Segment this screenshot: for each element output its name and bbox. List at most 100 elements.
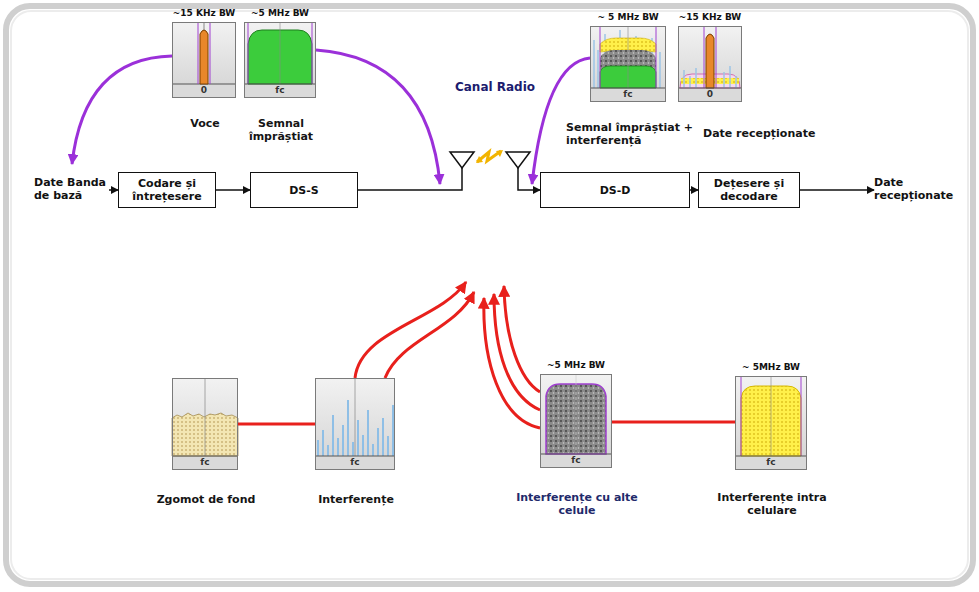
- baseline: [540, 454, 612, 455]
- axis-strip: [735, 456, 807, 470]
- panel-ground: [244, 22, 316, 98]
- axis-label: fc: [613, 88, 643, 101]
- baseline: [315, 456, 395, 457]
- band-edge: [210, 22, 211, 84]
- panel-ground: [590, 26, 666, 102]
- rx-antenna: [506, 152, 530, 168]
- center-line: [576, 374, 577, 454]
- interference-arrow: [484, 298, 540, 428]
- interference-arrow: [385, 292, 474, 378]
- interference-arrow: [355, 282, 466, 378]
- spike: [342, 425, 344, 456]
- input-arrow: [109, 189, 118, 191]
- interference-arrow: [494, 294, 540, 410]
- spike: [729, 66, 731, 88]
- baseline: [172, 456, 238, 457]
- baseline: [590, 88, 666, 89]
- connector: [690, 189, 698, 191]
- panel-ground: [315, 378, 395, 470]
- axis-label: 0: [695, 88, 725, 101]
- center-line: [628, 26, 629, 88]
- band-edge: [600, 26, 601, 88]
- rx-wire: [518, 168, 540, 190]
- radio-link-head: [496, 150, 503, 157]
- panel-caption: Interferențe intra celulare: [702, 491, 842, 517]
- bandwidth-label: ~15 KHz BW: [173, 8, 235, 19]
- band-edge: [704, 26, 705, 88]
- axis-strip: [590, 88, 666, 102]
- spectrum-spread: [244, 22, 316, 98]
- signal-label: Date Banda de bază: [34, 176, 108, 202]
- band-edge: [248, 22, 249, 84]
- panel-ground: [540, 374, 612, 468]
- panel-ground: [678, 26, 742, 102]
- connector: [612, 421, 735, 424]
- spectrum-intra-cell: [735, 376, 807, 470]
- band-edge: [198, 22, 199, 84]
- center-line: [771, 376, 772, 456]
- spike: [387, 436, 389, 456]
- spike: [352, 442, 354, 456]
- spike: [683, 70, 685, 88]
- band-edge: [656, 26, 657, 88]
- axis-strip: [315, 456, 395, 470]
- center-line: [280, 22, 281, 84]
- spike: [347, 400, 349, 456]
- interference-spikes: [594, 30, 660, 88]
- bandwidth-label: ~5 MHz BW: [251, 8, 309, 19]
- axis-strip: [172, 456, 238, 470]
- axis-label: fc: [190, 456, 220, 469]
- spike: [593, 40, 595, 88]
- spectrum-pointer: [72, 56, 172, 164]
- channel-label: Canal Radio: [445, 80, 545, 94]
- process-box: Codare și întrețesere: [118, 172, 216, 208]
- spike: [377, 428, 379, 456]
- spike: [695, 68, 697, 88]
- bandwidth-label: ~5 MHz BW: [547, 360, 605, 371]
- voice-spike: [200, 30, 208, 84]
- spike: [357, 420, 359, 456]
- spike: [597, 50, 599, 88]
- axis-label: fc: [265, 84, 295, 97]
- panel-caption: Voce: [155, 117, 255, 130]
- baseline: [678, 88, 742, 89]
- center-line: [355, 378, 356, 456]
- box-label: DS-D: [600, 184, 631, 197]
- radio-link-head: [476, 156, 483, 163]
- output-arrow: [798, 189, 874, 191]
- tx-antenna: [450, 152, 474, 168]
- axis-label: fc: [561, 454, 591, 467]
- spike: [659, 52, 661, 88]
- spike: [362, 435, 364, 456]
- baseline: [244, 84, 316, 85]
- spike: [327, 445, 329, 456]
- spike: [735, 76, 737, 88]
- baseline: [735, 456, 807, 457]
- spike: [689, 76, 691, 88]
- spectrum-other-cell: [540, 374, 612, 468]
- connector: [216, 189, 250, 191]
- frame-inner: [11, 11, 968, 579]
- center-line: [205, 378, 206, 456]
- spectrum-panel: Interferențe: [315, 378, 395, 470]
- panel-ground: [172, 378, 238, 470]
- process-box: DS-S: [250, 172, 358, 208]
- panel-caption: Interferențe: [301, 493, 411, 506]
- spectrum-despread: [678, 26, 742, 102]
- voice-spike: [706, 34, 714, 88]
- axis-label: fc: [756, 456, 786, 469]
- spectrum-pointer: [316, 50, 440, 184]
- panel-caption: Zgomot de fond: [148, 493, 264, 506]
- signal-label: Date recepționate: [874, 176, 966, 202]
- bandwidth-label: ~15 KHz BW: [679, 12, 741, 23]
- tx-wire: [358, 168, 462, 190]
- bandwidth-label: ~ 5MHz BW: [742, 362, 800, 373]
- spike: [367, 410, 369, 456]
- panel-caption: Semnal împrăștiat: [241, 117, 321, 143]
- panel-caption: Date recepționate: [703, 127, 833, 140]
- axis-label: 0: [189, 84, 219, 97]
- spectrum-voice: [172, 22, 236, 98]
- spectrum-panel: ~5 MHz BWInterferențe cu alte celule: [540, 374, 612, 468]
- axis-strip: [540, 454, 612, 468]
